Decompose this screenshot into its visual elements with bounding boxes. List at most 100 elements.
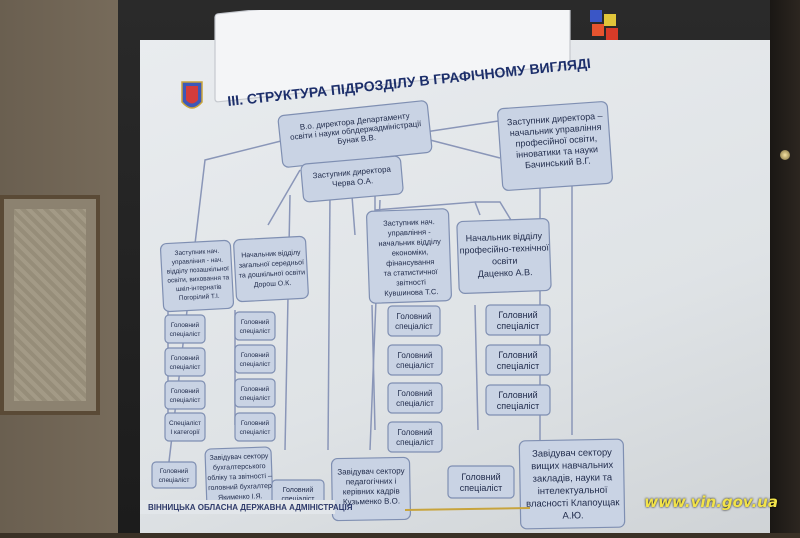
box-text-line: управління - (388, 227, 432, 238)
box-text-line: Головний (498, 310, 537, 320)
box-text-line: спеціаліст (282, 495, 316, 503)
box-text-line: Начальник відділу (241, 248, 301, 259)
coat-of-arms-icon (181, 81, 203, 109)
box-text-line: Головний (461, 472, 500, 482)
box-text-line: спеціаліст (170, 396, 201, 404)
box-text-line: спеціаліст (396, 399, 434, 408)
box-text-line: Кузьменко В.О. (343, 496, 400, 506)
box-text-line: спеціаліст (497, 361, 539, 371)
svg-text:Заступник нач.управління -нача: Заступник нач.управління -начальник відд… (378, 217, 443, 298)
box-text-line: спеціаліст (395, 322, 433, 331)
box-text-line: спеціаліст (170, 330, 201, 338)
svg-text:Начальник відділупрофесійно-те: Начальник відділупрофесійно-технічноїосв… (459, 230, 550, 279)
box-text-line: загальної середньої (239, 259, 305, 269)
box-text-line: бухгалтерського (213, 462, 266, 472)
svg-text:Завідувач секторубухгалтерсько: Завідувач секторубухгалтерськогообліку т… (207, 452, 273, 502)
org-chart: ІІІ. СТРУКТУРА ПІДРОЗДІЛУ В ГРАФІЧНОМУ В… (140, 0, 626, 530)
box-text-line: Головний (283, 486, 314, 494)
box-text-line: І категорії (170, 428, 199, 436)
box-text-line: Начальник відділу (466, 231, 543, 244)
head-vocational-box: Начальник відділупрофесійно-технічноїосв… (456, 218, 552, 294)
head-accounting-box: Завідувач секторубухгалтерськогообліку т… (204, 446, 274, 512)
org-boxes: В.о. директора Департаментуосвіти і наук… (151, 100, 626, 530)
box-text-line: Завідувач сектору (337, 466, 404, 476)
box-text-line: шкіл-інтернатів (176, 283, 222, 293)
footer-strip (140, 500, 335, 514)
deputy-chief-box: Заступник директора –начальник управлінн… (497, 101, 613, 191)
box-text-line: Головний (241, 318, 270, 326)
box-text-line: звітності (396, 277, 426, 287)
box-text-line: спеціаліст (497, 321, 539, 331)
box-text-line: Кувшинова Т.С. (384, 287, 438, 298)
box-text-line: закладів, науки та (533, 472, 613, 484)
box-text-line: Погорілий Т.І. (179, 292, 220, 302)
slide-footer: ВІННИЦЬКА ОБЛАСНА ДЕРЖАВНА АДМІНІСТРАЦІЯ (148, 503, 353, 512)
box-text-line: Бачинський В.Г. (525, 156, 591, 171)
svg-text:В.о. директора Департаментуосв: В.о. директора Департаментуосвіти і наук… (289, 110, 424, 151)
box-text-line: А.Ю. (562, 510, 583, 521)
box-text-line: освіти (492, 256, 518, 267)
box-text-line: спеціаліст (240, 327, 271, 335)
box-text-line: спеціаліст (396, 438, 434, 447)
box-text-line: фінансування (386, 257, 435, 268)
box-text-line: Спеціаліст (169, 419, 201, 427)
head-higher-box: Завідувач секторувищих навчальнихзакладі… (518, 438, 626, 530)
box-text-line: та дошкільної освіти (239, 268, 306, 279)
box-text-line: освіти, виховання та (167, 273, 230, 284)
svg-text:Завідувач секторупедагогічних: Завідувач секторупедагогічних ікерівних … (337, 466, 405, 506)
footer-line (404, 507, 531, 511)
box-text-line: начальник відділу (378, 237, 441, 248)
box-text-line: Даценко А.В. (478, 267, 533, 279)
org-chart-slide: ІІІ. СТРУКТУРА ПІДРОЗДІЛУ В ГРАФІЧНОМУ В… (140, 0, 790, 533)
svg-text:Начальник відділузагальної сер: Начальник відділузагальної середньоїта д… (238, 248, 306, 289)
box-text-line: Головний (171, 354, 200, 362)
box-text-line: Головний (398, 428, 433, 437)
box-text-line: Черва О.А. (332, 176, 374, 189)
wall-lamp (780, 150, 790, 160)
box-text-line: управління - нач. (172, 256, 224, 267)
box-text-line: спеціаліст (497, 401, 539, 411)
director-box: В.о. директора Департаментуосвіти і наук… (277, 100, 433, 168)
head-secondary-box: Начальник відділузагальної середньоїта д… (233, 235, 309, 303)
box-text-line: професійно-технічної (460, 242, 550, 255)
box-text-line: спеціаліст (159, 476, 190, 484)
box-text-line: спеціаліст (170, 363, 201, 371)
svg-text:Заступник нач.управління - нач: Заступник нач.управління - нач.відділу п… (166, 247, 231, 302)
box-text-line: Головний (171, 321, 200, 329)
deputy-head-school-box: Заступник нач.управління - нач.відділу п… (159, 239, 235, 313)
box-text-line: Головний (241, 419, 270, 427)
box-text-line: керівних кадрів (343, 487, 400, 497)
squares-logo-icon (590, 10, 618, 40)
box-text-line: Дорош О.К. (254, 280, 292, 289)
box-text-line: власності Клапоущак (526, 497, 620, 510)
box-text-line: Заступник нач. (383, 217, 435, 228)
deputy-box: Заступник директораЧерва О.А. (300, 155, 404, 203)
box-text-line: та статистичної (384, 267, 439, 278)
box-text-line: спеціаліст (240, 428, 271, 436)
box-text-line: Головний (241, 385, 270, 393)
box-text-line: спеціаліст (460, 483, 502, 493)
box-text-line: Бунак В.В. (337, 133, 377, 146)
box-text-line: економіки, (392, 247, 429, 257)
